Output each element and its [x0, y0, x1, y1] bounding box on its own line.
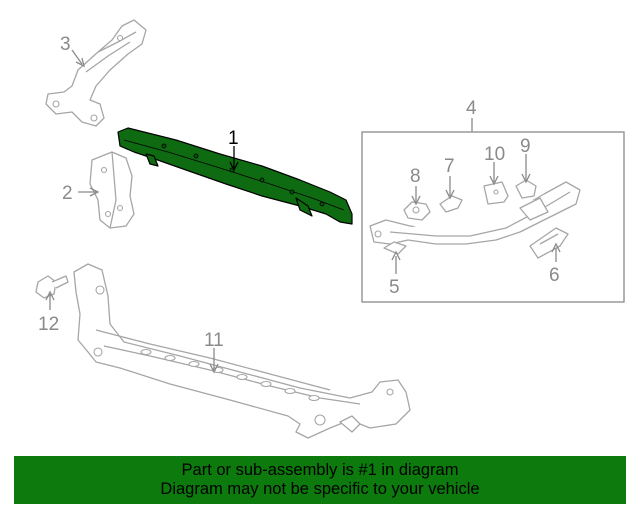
part-8-nut[interactable] — [403, 201, 431, 221]
callout-7: 7 — [444, 156, 455, 177]
banner-line-2: Diagram may not be specific to your vehi… — [160, 480, 480, 498]
part-10-bracket[interactable] — [483, 181, 509, 205]
callout-12: 12 — [38, 314, 59, 335]
callout-3: 3 — [60, 34, 71, 55]
callout-5: 5 — [389, 277, 400, 298]
callout-9: 9 — [520, 136, 531, 157]
part-11-lower-tie-bar[interactable] — [73, 263, 411, 439]
callout-4: 4 — [466, 98, 477, 119]
callout-6: 6 — [549, 265, 560, 286]
callout-10: 10 — [484, 144, 505, 165]
callout-1: 1 — [228, 128, 239, 149]
part-3-bracket[interactable] — [45, 19, 147, 127]
part-5-clip[interactable] — [383, 241, 407, 255]
part-9-clip[interactable] — [515, 179, 537, 199]
callout-2: 2 — [62, 183, 73, 204]
callout-11: 11 — [204, 330, 224, 351]
part-12-bolt[interactable] — [35, 275, 69, 299]
leader-lines — [45, 49, 561, 374]
group-4-frame — [361, 131, 625, 303]
part-4-bracket-assembly[interactable] — [369, 181, 581, 245]
info-banner: Part or sub-assembly is #1 in diagram Di… — [14, 456, 626, 504]
part-7-clip[interactable] — [439, 195, 463, 213]
part-6-bracket[interactable] — [529, 227, 569, 259]
part-1-upper-tie-bar[interactable] — [117, 127, 353, 225]
callout-8: 8 — [410, 166, 421, 187]
part-2-bracket[interactable] — [89, 151, 135, 229]
banner-line-1: Part or sub-assembly is #1 in diagram — [181, 461, 459, 479]
parts-diagram: 1 2 3 4 5 6 7 8 9 10 11 12 — [35, 19, 625, 439]
